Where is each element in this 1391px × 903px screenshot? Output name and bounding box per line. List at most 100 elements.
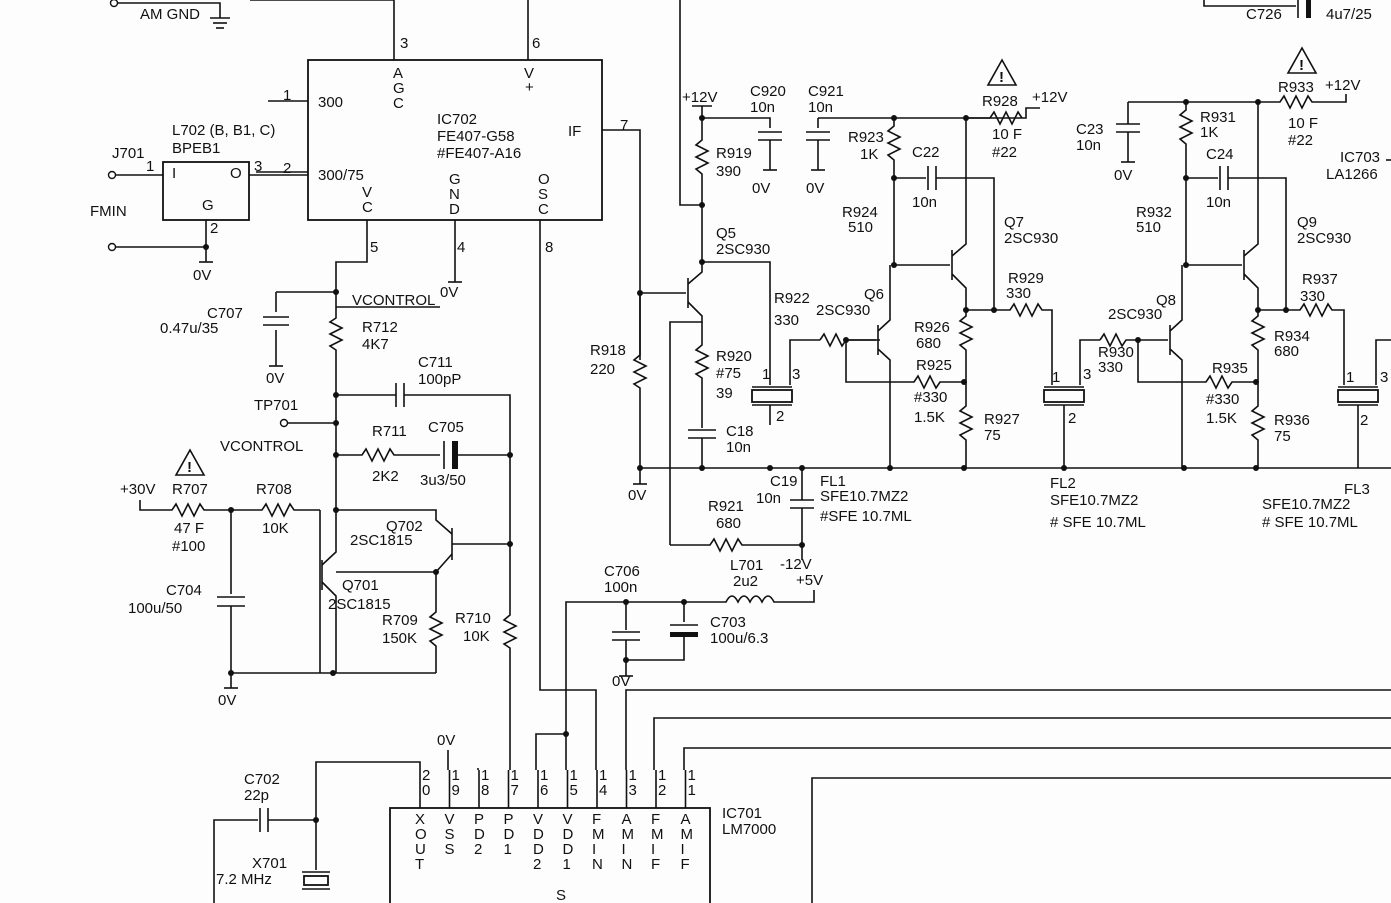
fl2-pin2: 2 xyxy=(1068,410,1076,427)
ic702-pin6: 6 xyxy=(532,35,540,52)
ic701-pin-label-char: 1 xyxy=(504,841,512,858)
r920-val: #75 xyxy=(716,365,741,382)
r935-resistor xyxy=(1137,340,1256,390)
ic701-pin-label-char: V xyxy=(445,811,455,828)
ic701-pin-label-char: V xyxy=(563,811,573,828)
r711-resistor xyxy=(336,447,440,463)
c726-ref: C726 xyxy=(1246,6,1282,23)
ic702-gnd-n: N xyxy=(449,186,460,203)
r933-alt: #22 xyxy=(1288,132,1313,149)
c711-val: 100pP xyxy=(418,371,461,388)
q5-part: 2SC930 xyxy=(716,241,770,258)
fl1-pin3: 3 xyxy=(792,366,800,383)
ic702-part: FE407-G58 xyxy=(437,128,515,145)
j701-terminal xyxy=(107,170,117,180)
ic701-pin-label-char: D xyxy=(504,826,515,843)
ic702-pin3: 3 xyxy=(400,35,408,52)
fl2-ref: FL2 xyxy=(1050,475,1076,492)
ic703-part: LA1266 xyxy=(1326,166,1378,183)
r925-alt: 1.5K xyxy=(914,409,945,426)
ic701-pin-label-char: I xyxy=(622,841,626,858)
ic702-in-300-75: 300/75 xyxy=(318,167,364,184)
ic701-pin-label-char: 2 xyxy=(533,856,541,873)
r707-r708-chain xyxy=(139,500,320,518)
l702-pin2: 2 xyxy=(210,220,218,237)
x701-val: 7.2 MHz xyxy=(216,871,272,888)
ic701-pin-label-char: N xyxy=(592,856,603,873)
fl1-part: SFE10.7MZ2 xyxy=(820,488,908,505)
r927-ref: R927 xyxy=(984,411,1020,428)
pll-supply: 0V C706 100n C703 100u/6.3 L701 2u2 +5V … xyxy=(604,556,823,690)
ic701-pin-label-char: I xyxy=(651,841,655,858)
ic701-pin-number: 1 xyxy=(629,767,637,784)
r920-resistor xyxy=(694,322,710,428)
ic702-gnd-d: D xyxy=(449,201,460,218)
if-amp-stage2: ! R928 +12V 10 F #22 R923 1K C22 10n R92… xyxy=(816,58,1067,468)
l701-inductor xyxy=(684,590,815,604)
p5v-label: +5V xyxy=(796,572,823,589)
fl1-body xyxy=(751,389,793,403)
ic701-pin-label-char: P xyxy=(474,811,484,828)
if-amp-stage1: +12V C920 10n 0V R919 390 Q5 2SC930 R918… xyxy=(590,0,1040,545)
ic701-pin-number: 1 xyxy=(688,767,696,784)
ic702-alt-part: #FE407-A16 xyxy=(437,145,521,162)
ic701-pin-label-char: V xyxy=(533,811,543,828)
r923-val: 1K xyxy=(860,146,878,163)
r925-ref: R925 xyxy=(916,357,952,374)
r935-ref: R935 xyxy=(1212,360,1248,377)
r920-alt: 39 xyxy=(716,385,733,402)
ic702-agc-g: G xyxy=(393,80,405,97)
c705-val: 3u3/50 xyxy=(420,472,466,489)
ic701-pin-label-char: P xyxy=(504,811,514,828)
q7-ref: Q7 xyxy=(1004,214,1024,231)
q9-part: 2SC930 xyxy=(1297,230,1351,247)
ic701-pin-number: 1 xyxy=(658,767,666,784)
ic701-pin-label-char: D xyxy=(563,826,574,843)
fl3-pin1: 1 xyxy=(1346,369,1354,386)
ic702-pin8: 8 xyxy=(545,239,553,256)
c707-val: 0.47u/35 xyxy=(160,320,218,337)
r935-alt: 1.5K xyxy=(1206,410,1237,427)
x701-ref: X701 xyxy=(252,855,287,872)
ic701-pin-label-char: S xyxy=(445,826,455,843)
r709-val: 150K xyxy=(382,630,417,647)
vcontrol-label: VCONTROL xyxy=(220,438,303,455)
ic702-agc-c: C xyxy=(393,95,404,112)
r919-val: 390 xyxy=(716,163,741,180)
ic701-pin-number: 2 xyxy=(658,782,666,799)
ic702-if-label: IF xyxy=(568,123,581,140)
r925-resistor xyxy=(845,340,964,390)
fl1-pin1: 1 xyxy=(762,366,770,383)
ic702-agc-a: A xyxy=(393,65,403,82)
r930-resistor xyxy=(1099,332,1168,348)
fl1-alt: #SFE 10.7ML xyxy=(820,508,912,525)
p30v-label: +30V xyxy=(120,481,155,498)
r933-resistor xyxy=(1258,94,1347,110)
r928-ref: R928 xyxy=(982,93,1018,110)
fl3-alt: # SFE 10.7ML xyxy=(1262,514,1358,531)
r708-val: 10K xyxy=(262,520,289,537)
ic701-pin-label-char: T xyxy=(415,856,424,873)
c707-ref: C707 xyxy=(207,305,243,322)
r928-alt: #22 xyxy=(992,144,1017,161)
r712-val: 4K7 xyxy=(362,336,389,353)
r711-ref: R711 xyxy=(372,423,407,440)
ic701-pin-label-char: I xyxy=(592,841,596,858)
ic701-pin-number: 7 xyxy=(511,782,519,799)
fmin-label: FMIN xyxy=(90,203,127,220)
ic701-part: LM7000 xyxy=(722,821,776,838)
c704-ref: C704 xyxy=(166,582,202,599)
zero-v-c706: 0V xyxy=(612,673,630,690)
r708-ref: R708 xyxy=(256,481,292,498)
r919-ref: R919 xyxy=(716,145,752,162)
r711-val: 2K2 xyxy=(372,468,399,485)
ic701-pin-label-char: M xyxy=(622,826,635,843)
vcontrol-net-label: VCONTROL xyxy=(352,292,435,309)
r710-val: 10K xyxy=(463,628,490,645)
c706-val: 100n xyxy=(604,579,637,596)
q6-part: 2SC930 xyxy=(816,302,870,319)
r922-val: 330 xyxy=(774,312,799,329)
l702-pin3: 3 xyxy=(254,158,262,175)
ic702-pin4: 4 xyxy=(457,239,465,256)
ic701-pin-label-char: D xyxy=(563,841,574,858)
